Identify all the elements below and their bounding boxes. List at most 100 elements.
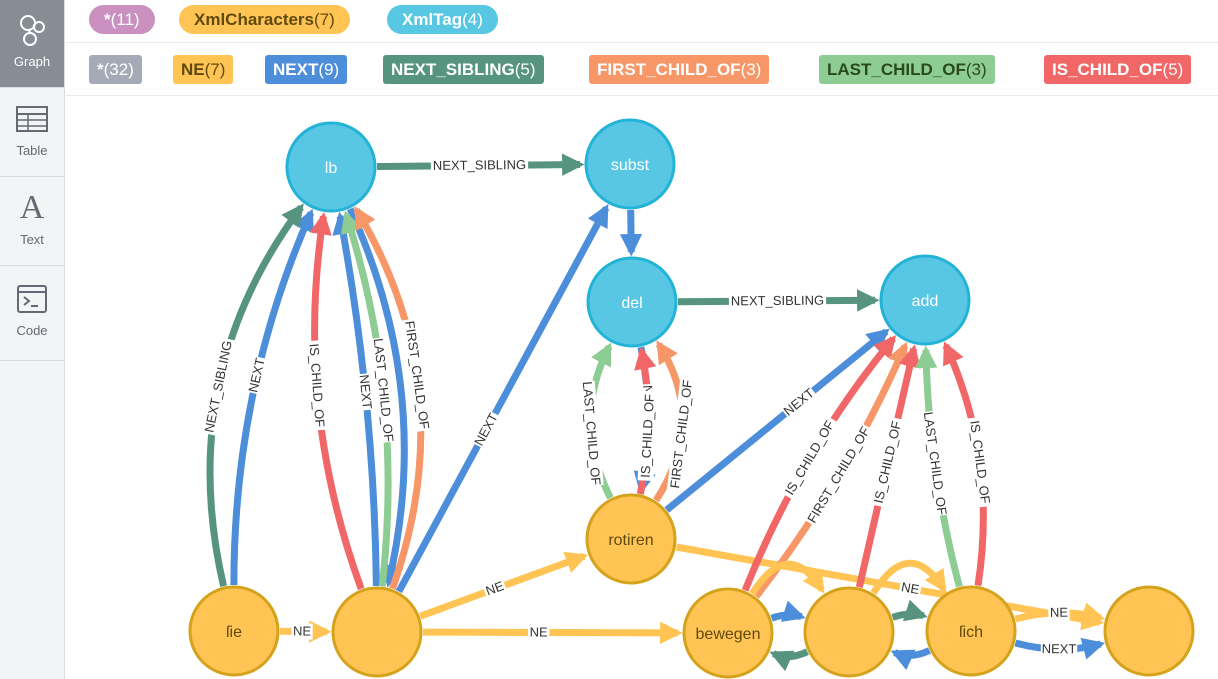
edge-ne[interactable] [749,560,825,596]
graph-node[interactable]: ſie [188,585,280,677]
node-circle[interactable] [331,586,423,678]
edge-label: FIRST_CHILD_OF [402,320,432,430]
edge-label: NE [293,623,311,638]
edge-next[interactable] [346,207,408,588]
edge-label-bg [780,415,840,501]
rel-pill-last-child-of[interactable]: LAST_CHILD_OF(3) [819,55,995,84]
rel-pill-first-child-of[interactable]: FIRST_CHILD_OF(3) [589,55,770,84]
edge-label: NEXT_SIBLING [731,293,824,309]
pill-count: (3) [965,60,987,79]
edge-label-bg [1040,640,1078,658]
edge-label-bg [728,292,827,310]
edge-label: NE [1050,605,1069,620]
edge-label: FIRST_CHILD_OF [667,379,695,489]
edge-label-bg [482,577,508,600]
rel-pill-all[interactable]: *(32) [89,55,142,84]
sidebar-item-label: Code [16,323,48,338]
graph-node[interactable]: ſich [925,585,1017,677]
sidebar-item-text[interactable]: A Text [0,178,64,266]
label-pill-xmltag[interactable]: XmlTag(4) [387,5,498,34]
table-icon [16,101,48,137]
node-circle[interactable] [585,493,677,585]
graph-node[interactable]: add [879,254,971,346]
graph-node[interactable] [1103,585,1195,677]
text-icon: A [19,189,45,226]
label-pill-xmlcharacters[interactable]: XmlCharacters(7) [179,5,350,34]
sidebar-item-table[interactable]: Table [0,89,64,177]
node-circle[interactable] [682,587,774,679]
pill-count: (5) [1162,60,1184,79]
edge-label-bg [430,156,529,175]
relationship-types-bar: *(32) NE(7) NEXT(9) NEXT_SIBLING(5) FIRS… [66,43,1218,96]
edge-is-child-of[interactable] [741,335,897,592]
node-label: add [912,293,939,310]
rel-pill-ne[interactable]: NE(7) [173,55,234,84]
node-circle[interactable] [285,121,377,213]
sidebar-item-graph[interactable]: Graph [0,0,64,88]
edge-label: NEXT_SIBLING [433,157,526,173]
edge-label-bg [305,340,328,431]
edge-label-bg [355,372,376,411]
node-label: lb [325,160,338,177]
node-circle[interactable] [879,254,971,346]
graph-node[interactable]: subst [584,118,676,210]
edge-label-bg [578,380,604,487]
edge-next[interactable] [890,647,931,671]
rel-pill-is-child-of[interactable]: IS_CHILD_OF(5) [1044,55,1192,84]
edge-label: NE [530,624,548,639]
graph-node[interactable] [331,586,423,678]
node-label: subst [611,157,650,174]
sidebar: Graph Table A Text Code [0,0,65,679]
pill-count: (7) [314,10,335,29]
rel-pill-next-sibling[interactable]: NEXT_SIBLING(5) [383,55,544,84]
node-circle[interactable] [803,586,895,678]
node-label: del [621,295,642,312]
edge-label-bg [291,623,313,640]
node-circle[interactable] [1103,585,1195,677]
label-pill-all[interactable]: *(11) [89,5,155,34]
edge-label-bg [400,318,433,432]
edge-next[interactable] [619,209,643,257]
rel-pill-next[interactable]: NEXT(9) [265,55,348,84]
edge-next[interactable] [230,208,315,586]
pill-count: (3) [740,60,762,79]
graph-node[interactable] [803,586,895,678]
pill-name: FIRST_CHILD_OF [597,60,741,79]
edge-label: IS_CHILD_OF [638,394,657,479]
edge-label-bg [470,409,503,450]
node-circle[interactable] [584,118,676,210]
sidebar-item-label: Text [20,232,44,247]
node-circle[interactable] [586,256,678,348]
graph-node[interactable]: rotiren [585,493,677,585]
edge-label-bg [528,624,550,641]
pill-count: (9) [318,60,340,79]
sidebar-item-code[interactable]: Code [0,269,64,361]
edge-next-sibling[interactable] [769,648,809,672]
sidebar-item-label: Graph [13,54,51,69]
edge-label: NE [484,578,506,598]
pill-name: IS_CHILD_OF [1052,60,1163,79]
graph-node[interactable]: bewegen [682,587,774,679]
pill-name: NEXT [273,60,319,79]
edge-label-bg [200,337,237,436]
edge-ne[interactable] [870,559,947,595]
graph-node[interactable]: del [586,256,678,348]
pill-count: (32) [103,60,134,79]
edge-next[interactable] [395,204,610,594]
edge-next-sibling[interactable] [891,599,928,622]
edge-next[interactable] [664,328,890,513]
pill-count: (5) [514,60,536,79]
edge-next[interactable] [770,600,806,622]
node-circle[interactable] [925,585,1017,677]
pill-name: NEXT_SIBLING [391,60,515,79]
edge-label-bg [779,384,819,420]
edge-label: NE [900,579,921,597]
pill-name: * [104,10,111,29]
edge-label: NEXT_SIBLING [201,339,234,433]
edge-ne[interactable] [422,621,683,645]
pill-name: XmlCharacters [194,10,315,29]
graph-node[interactable]: lb [285,121,377,213]
node-circle[interactable] [188,585,280,677]
